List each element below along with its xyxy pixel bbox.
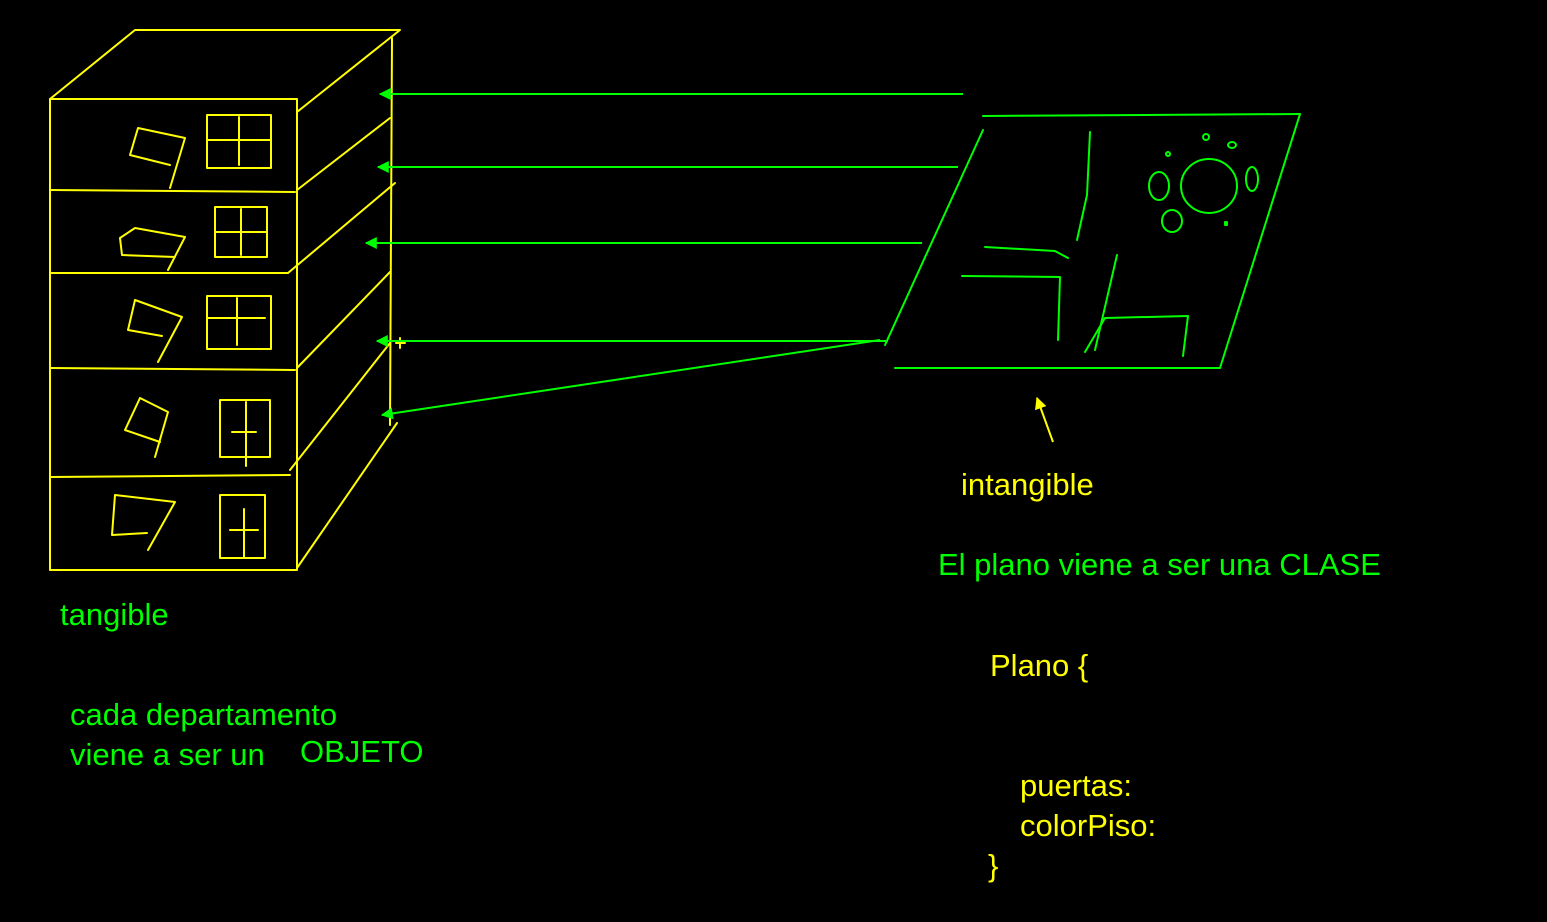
pointer-arrow-icon (1035, 396, 1054, 443)
floor-4 (124, 397, 271, 467)
building-front (49, 98, 298, 571)
floor-1 (129, 114, 272, 189)
code-close: } (988, 848, 999, 883)
floor-3 (127, 295, 272, 363)
building-sketch (49, 29, 406, 571)
floor-5 (111, 494, 266, 559)
code-open: Plano { (990, 648, 1089, 683)
objeto-caption-line1: cada departamento (70, 697, 338, 732)
building-side-edge (389, 37, 393, 426)
objeto-caption-line2: viene a ser un (70, 737, 265, 772)
floor-2 (119, 206, 268, 271)
tangible-label: tangible (60, 597, 169, 632)
arrow-icon (380, 339, 881, 420)
intangible-label: intangible (961, 467, 1094, 502)
building-top (49, 29, 401, 113)
objeto-word: OBJETO (300, 734, 424, 769)
clase-sentence: El plano viene a ser una CLASE (938, 547, 1381, 582)
arrows (364, 88, 963, 420)
code-field-puertas: puertas: (1020, 768, 1133, 803)
blueprint-sketch (884, 113, 1301, 369)
code-field-colorpiso: colorPiso: (1020, 808, 1157, 843)
